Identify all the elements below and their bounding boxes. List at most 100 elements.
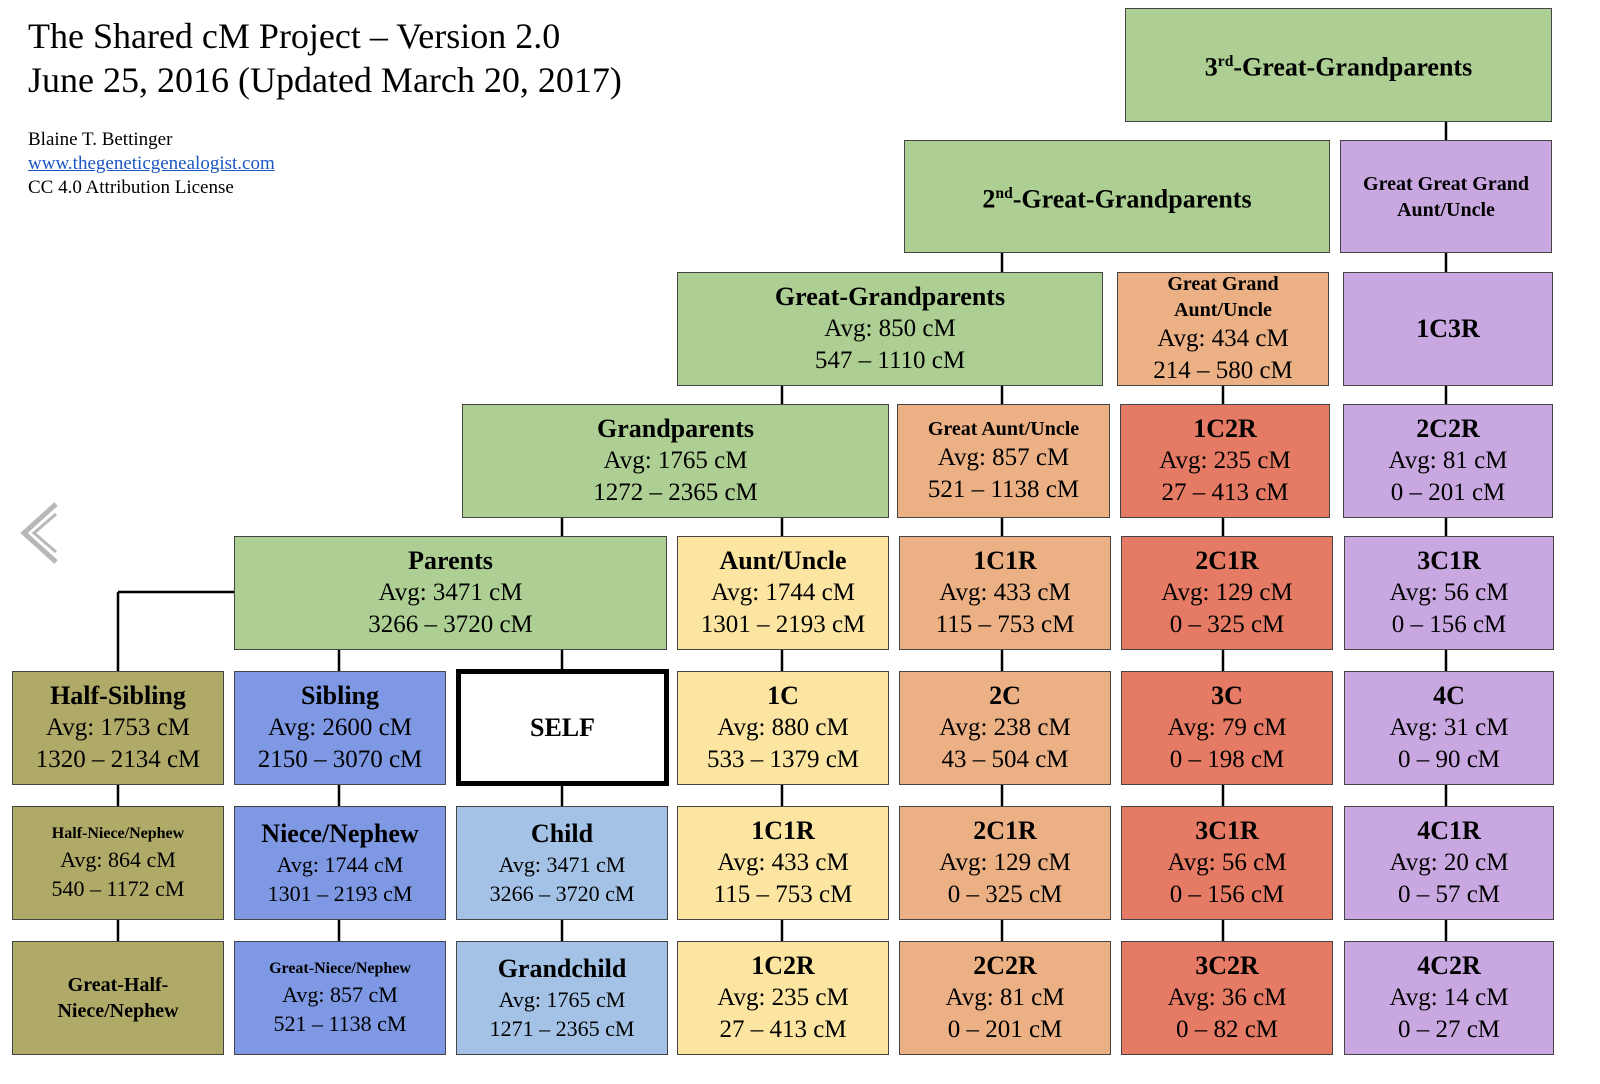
- node-name: Great-Niece/Nephew: [269, 960, 411, 977]
- avg-cm: Avg: 1753 cM: [46, 714, 190, 741]
- range-cm: 0 – 198 cM: [1169, 746, 1285, 773]
- range-cm: 533 – 1379 cM: [706, 746, 860, 773]
- avg-cm: Avg: 3471 cM: [378, 579, 523, 606]
- avg-cm: Avg: 20 cM: [1389, 849, 1509, 876]
- node-name: 2C2R: [973, 951, 1037, 980]
- range-cm: 0 – 201 cM: [1390, 479, 1506, 506]
- node-name: 3C1R: [1195, 816, 1259, 845]
- avg-cm: Avg: 129 cM: [939, 849, 1071, 876]
- node-name: 2nd-Great-Grandparents: [982, 184, 1252, 214]
- page-title: The Shared cM Project – Version 2.0: [28, 16, 561, 56]
- node-name: 1C1R: [973, 546, 1037, 575]
- chevron-left-icon[interactable]: [18, 500, 62, 566]
- node-name: 1C: [767, 681, 799, 710]
- node-name: Aunt/Uncle: [719, 546, 847, 575]
- node-4c1r: 4C1R Avg: 20 cM 0 – 57 cM: [1344, 806, 1554, 920]
- node-name: Sibling: [300, 681, 380, 710]
- avg-cm: Avg: 850 cM: [824, 315, 956, 342]
- node-name: Child: [530, 819, 594, 848]
- website-link[interactable]: www.thegeneticgenealogist.com: [28, 153, 275, 174]
- node-name: 2C: [989, 681, 1021, 710]
- avg-cm: Avg: 56 cM: [1389, 579, 1509, 606]
- avg-cm: Avg: 864 cM: [60, 847, 176, 872]
- avg-cm: Avg: 433 cM: [939, 579, 1071, 606]
- avg-cm: Avg: 2600 cM: [268, 714, 412, 741]
- avg-cm: Avg: 1744 cM: [276, 852, 404, 877]
- node-name: Grandchild: [497, 954, 627, 983]
- page-subtitle-date: June 25, 2016 (Updated March 20, 2017): [28, 60, 622, 100]
- header: The Shared cM Project – Version 2.0 June…: [28, 14, 622, 102]
- avg-cm: Avg: 79 cM: [1167, 714, 1287, 741]
- node-name: Niece/Nephew: [261, 819, 419, 848]
- avg-cm: Avg: 1765 cM: [498, 987, 626, 1012]
- node-name: Grandparents: [597, 414, 754, 443]
- avg-cm: Avg: 857 cM: [282, 982, 398, 1007]
- range-cm: 0 – 57 cM: [1397, 881, 1501, 908]
- node-name: 4C1R: [1417, 816, 1481, 845]
- node-1c: 1C Avg: 880 cM 533 – 1379 cM: [677, 671, 889, 785]
- range-cm: 0 – 27 cM: [1397, 1016, 1501, 1043]
- node-name: 1C2R: [1193, 414, 1257, 443]
- node-3gg: 3rd-Great-Grandparents: [1125, 8, 1552, 122]
- range-cm: 0 – 325 cM: [947, 881, 1063, 908]
- range-cm: 43 – 504 cM: [941, 746, 1069, 773]
- node-name: 3C2R: [1195, 951, 1259, 980]
- range-cm: 521 – 1138 cM: [273, 1011, 407, 1036]
- node-name: Great-Half-Niece/Nephew: [57, 974, 179, 1022]
- node-name: 3C1R: [1417, 546, 1481, 575]
- node-ggau: Great Great Grand Aunt/Uncle: [1340, 140, 1552, 253]
- avg-cm: Avg: 1765 cM: [603, 447, 748, 474]
- node-name: 2C2R: [1416, 414, 1480, 443]
- range-cm: 27 – 413 cM: [719, 1016, 847, 1043]
- node-2gg: 2nd-Great-Grandparents: [904, 140, 1330, 253]
- node-1c1r_top: 1C1R Avg: 433 cM 115 – 753 cM: [899, 536, 1111, 650]
- range-cm: 3266 – 3720 cM: [368, 611, 533, 638]
- node-name: 1C1R: [751, 816, 815, 845]
- credits: Blaine T. Bettinger www.thegeneticgeneal…: [28, 128, 275, 200]
- range-cm: 0 – 156 cM: [1169, 881, 1285, 908]
- node-name: 4C: [1433, 681, 1465, 710]
- range-cm: 1271 – 2365 cM: [489, 1016, 635, 1041]
- license-text: CC 4.0 Attribution License: [28, 177, 234, 198]
- range-cm: 540 – 1172 cM: [51, 876, 185, 901]
- range-cm: 214 – 580 cM: [1153, 357, 1293, 384]
- node-ghnn: Great-Half-Niece/Nephew: [12, 941, 224, 1055]
- node-name: Great Aunt/Uncle: [927, 418, 1080, 440]
- range-cm: 547 – 1110 cM: [814, 347, 966, 374]
- range-cm: 27 – 413 cM: [1161, 479, 1289, 506]
- node-self: SELF: [456, 669, 669, 786]
- node-name: Great Great Grand Aunt/Uncle: [1363, 172, 1529, 221]
- node-name: Half-Niece/Nephew: [51, 825, 185, 842]
- avg-cm: Avg: 880 cM: [717, 714, 849, 741]
- avg-cm: Avg: 81 cM: [945, 984, 1065, 1011]
- range-cm: 0 – 156 cM: [1391, 611, 1507, 638]
- range-cm: 0 – 325 cM: [1169, 611, 1285, 638]
- avg-cm: Avg: 857 cM: [937, 444, 1070, 471]
- range-cm: 115 – 753 cM: [935, 611, 1075, 638]
- range-cm: 0 – 82 cM: [1175, 1016, 1279, 1043]
